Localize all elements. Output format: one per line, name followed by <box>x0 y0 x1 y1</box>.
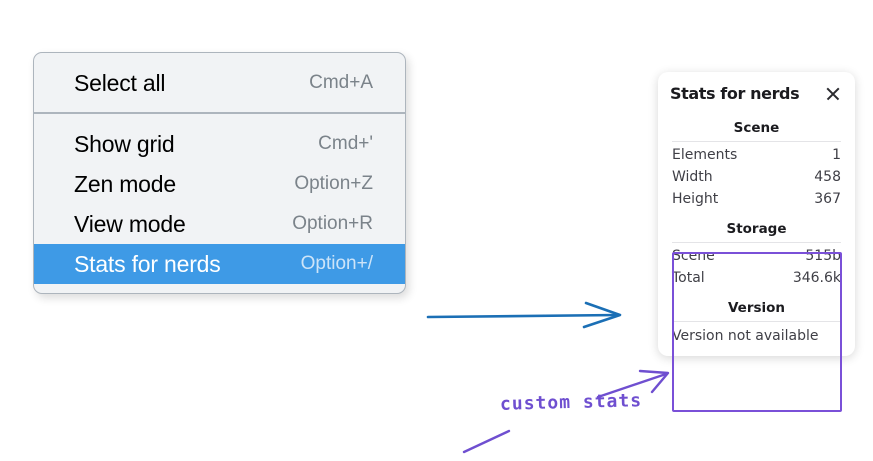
stats-section-storage: Storage Scene 515b Total 346.6k <box>670 218 843 289</box>
stat-key: Width <box>672 169 713 185</box>
version-not-available-text: Version not available <box>672 328 819 344</box>
section-heading-storage: Storage <box>726 221 787 237</box>
stat-key: Height <box>672 191 719 207</box>
stats-panel-title: Stats for nerds <box>670 84 800 103</box>
stats-section-scene: Scene Elements 1 Width 458 Height 367 <box>670 117 843 210</box>
stat-key: Elements <box>672 147 738 163</box>
stat-value: 1 <box>832 147 841 163</box>
stat-row-storage-scene: Scene 515b <box>670 245 843 267</box>
stat-value: 515b <box>805 248 841 264</box>
menu-divider <box>34 112 405 114</box>
menu-item-label: Zen mode <box>74 170 176 197</box>
menu-item-label: Stats for nerds <box>74 250 221 277</box>
annotation-custom-stats-label: custom stats <box>499 390 643 415</box>
menu-item-shortcut: Option+R <box>292 213 373 234</box>
stat-key: Total <box>672 270 705 286</box>
stat-row-width: Width 458 <box>670 166 843 188</box>
stats-for-nerds-panel: Stats for nerds Scene Elements 1 Width 4… <box>658 72 855 356</box>
menu-item-stats-for-nerds[interactable]: Stats for nerds Option+/ <box>34 244 405 284</box>
section-rule <box>672 242 841 243</box>
stats-panel-header: Stats for nerds <box>670 84 843 103</box>
stats-section-version: Version Version not available <box>670 297 843 346</box>
section-heading-scene: Scene <box>733 120 780 136</box>
menu-section-view: Show grid Cmd+' Zen mode Option+Z View m… <box>34 114 405 293</box>
menu-item-label: Show grid <box>74 130 175 157</box>
blue-arrow-icon <box>426 301 622 329</box>
section-heading-version: Version <box>727 300 786 316</box>
menu-section-selection: Select all Cmd+A <box>34 53 405 112</box>
menu-item-select-all[interactable]: Select all Cmd+A <box>34 63 405 103</box>
menu-item-shortcut: Option+/ <box>300 253 373 274</box>
menu-item-shortcut: Cmd+A <box>309 72 373 93</box>
stat-key: Scene <box>672 248 715 264</box>
menu-item-label: Select all <box>74 69 166 96</box>
stat-row-height: Height 367 <box>670 188 843 210</box>
menu-item-shortcut: Cmd+' <box>318 133 373 154</box>
stat-row-elements: Elements 1 <box>670 144 843 166</box>
menu-item-shortcut: Option+Z <box>294 173 373 194</box>
stat-value: 367 <box>814 191 841 207</box>
menu-item-label: View mode <box>74 210 186 237</box>
section-rule <box>672 321 841 322</box>
canvas-context-menu: Select all Cmd+A Show grid Cmd+' Zen mod… <box>33 52 406 294</box>
menu-item-show-grid[interactable]: Show grid Cmd+' <box>34 124 405 164</box>
section-rule <box>672 141 841 142</box>
menu-item-view-mode[interactable]: View mode Option+R <box>34 204 405 244</box>
purple-underline-stroke <box>462 429 511 454</box>
menu-item-zen-mode[interactable]: Zen mode Option+Z <box>34 164 405 204</box>
close-icon[interactable] <box>825 86 841 102</box>
stat-row-storage-total: Total 346.6k <box>670 267 843 289</box>
stat-value: 346.6k <box>792 270 841 286</box>
stat-value: 458 <box>814 169 841 185</box>
